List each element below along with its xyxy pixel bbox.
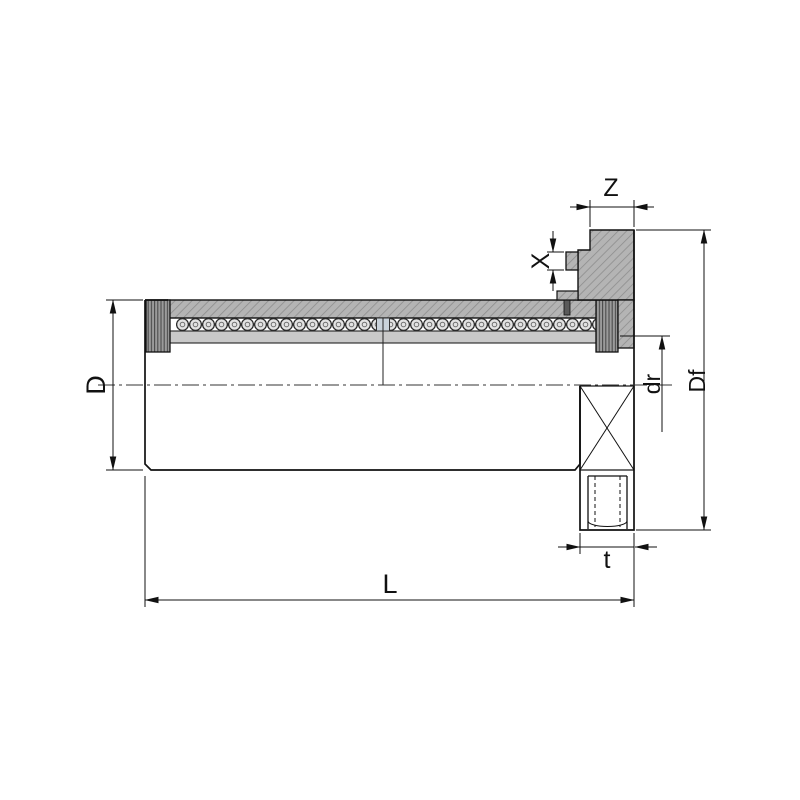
- flange-section: [577, 229, 635, 301]
- flange-spigot: [565, 251, 579, 271]
- flange-step: [556, 290, 579, 301]
- flange-bore-wall: [617, 299, 635, 349]
- dimension-label-l: L: [382, 569, 397, 599]
- dimension-label-dr: dr: [639, 373, 665, 394]
- left-seal: [145, 299, 171, 353]
- dimension-t: [558, 533, 657, 554]
- dimension-label-x: X: [527, 252, 555, 269]
- dimension-label-df: Df: [684, 369, 710, 393]
- dimension-Df: [636, 229, 711, 531]
- bearing-body: [144, 299, 619, 471]
- bolt-hole: [587, 475, 628, 529]
- outer-sleeve-section: [167, 299, 599, 319]
- dimension-label-t: t: [604, 546, 611, 574]
- right-seal: [595, 299, 619, 353]
- flange-lower: [579, 230, 635, 531]
- dimension-D: [106, 299, 143, 471]
- cross-diagonal-2: [579, 385, 635, 471]
- flange: [556, 229, 635, 531]
- retaining-ring-right: [563, 299, 571, 316]
- dimension-label-d: D: [81, 375, 111, 395]
- dimension-label-z: Z: [603, 174, 618, 202]
- flange-cross-box: [579, 385, 635, 471]
- dimension-dr: [620, 335, 670, 432]
- dimension-X: [547, 231, 564, 291]
- dimension-Z: [570, 200, 654, 227]
